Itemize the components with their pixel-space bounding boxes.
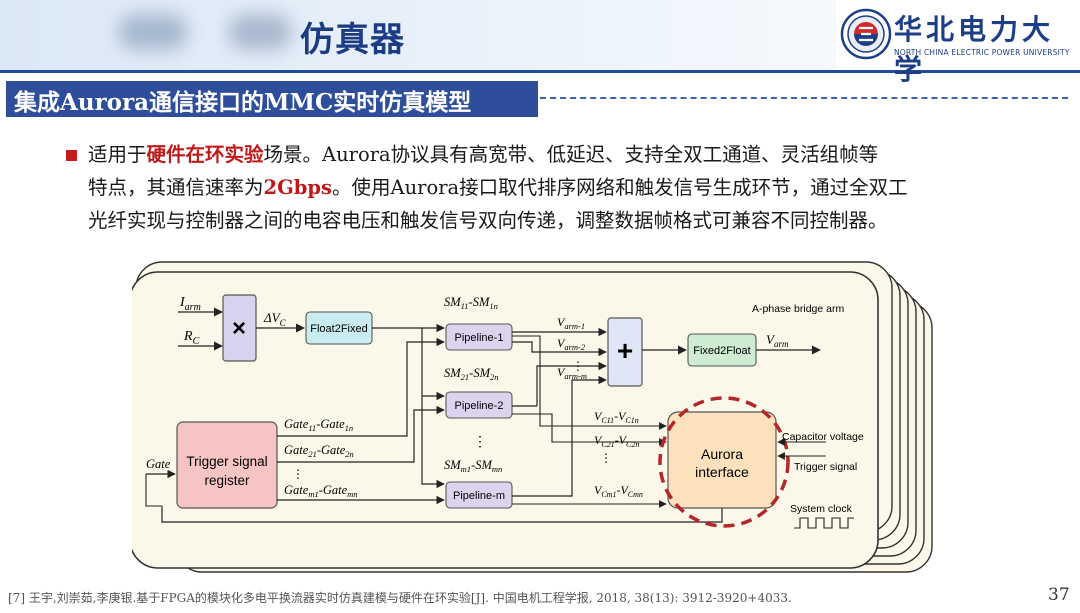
highlight-hil: 硬件在环实验 (146, 143, 264, 166)
label-gatem: Gatem1-Gatemn (284, 483, 358, 499)
label-varm2: Varm-2 (557, 336, 586, 352)
phase-bridge-arm-label: A-phase bridge arm (752, 303, 844, 315)
capacitor-voltage-label: Capacitor voltage (782, 431, 864, 443)
label-varm1: Varm-1 (557, 315, 585, 331)
label-gate-input: Gate (146, 457, 171, 471)
pipeline-2-label: Pipeline-2 (455, 400, 504, 412)
clock-waveform-icon (794, 517, 854, 529)
paragraph-line-1: 适用于硬件在环实验场景。Aurora协议具有高宽带、低延迟、支持全双工通道、灵活… (88, 138, 1048, 171)
label-varm: Varm (766, 332, 789, 349)
gate-ellipsis: ⋮ (292, 467, 304, 481)
text-span: 。使用Aurora接口取代排序网络和触发信号生成环节，通过全双工 (332, 176, 908, 199)
pipeline-ellipsis: ⋮ (473, 433, 487, 449)
label-gate2: Gate21-Gate2n (284, 443, 354, 459)
system-clock-label: System clock (790, 503, 853, 515)
header-title: 仿真器 (300, 20, 405, 60)
label-sm2: SM21-SM2n (444, 366, 499, 382)
aurora-highlight-circle (658, 396, 790, 528)
pipeline-m-block (445, 481, 513, 509)
vc-ellipsis: ⋮ (600, 451, 612, 465)
multiply-symbol: × (232, 315, 246, 342)
header-rule (0, 70, 1080, 73)
adder-block (607, 317, 643, 387)
university-name-en: NORTH CHINA ELECTRIC POWER UNIVERSITY (894, 48, 1070, 57)
pipeline-1-label: Pipeline-1 (455, 332, 504, 344)
fixed2float-label: Fixed2Float (693, 345, 750, 357)
header-blurred-text (118, 14, 188, 50)
section-dotted-rule (540, 97, 1068, 99)
pipeline-2-block (445, 391, 513, 419)
label-i-arm: Iarm (179, 295, 201, 313)
page-number: 37 (1048, 585, 1070, 605)
trigger-signal-label: Trigger signal (794, 461, 857, 473)
label-smm: SMm1-SMmn (444, 458, 502, 474)
bullet-square-icon (66, 150, 77, 161)
section-title-bar (6, 81, 538, 117)
trigger-register-block (176, 421, 278, 509)
trigger-register-label-2: register (204, 473, 250, 488)
float2fixed-label: Float2Fixed (310, 323, 367, 335)
aurora-label-1: Aurora (701, 446, 743, 462)
aurora-interface-block (667, 411, 777, 509)
paragraph-line-2: 特点，其通信速率为2Gbps。使用Aurora接口取代排序网络和触发信号生成环节… (88, 171, 1048, 204)
trigger-register-label-1: Trigger signal (186, 454, 267, 469)
label-vc1: VC11-VC1n (594, 409, 639, 425)
label-varmm: Varm-m (557, 365, 587, 381)
university-emblem-icon (840, 8, 892, 60)
label-delta-vc: ΔVC (263, 310, 287, 328)
text-span: 特点，其通信速率为 (88, 176, 264, 199)
header-blurred-text (228, 14, 292, 50)
label-gate1: Gate11-Gate1n (284, 417, 353, 433)
label-r-c: RC (183, 329, 200, 347)
highlight-rate: 2Gbps (263, 176, 332, 199)
pipeline-1-block (445, 323, 513, 351)
paragraph-line-3: 光纤实现与控制器之间的电容电压和触发信号双向传递，调整数据帧格式可兼容不同控制器… (88, 209, 888, 232)
university-logo: 华北电力大学 NORTH CHINA ELECTRIC POWER UNIVER… (838, 4, 1080, 86)
section-title: 集成Aurora通信接口的MMC实时仿真模型 (14, 89, 472, 116)
aurora-label-2: interface (695, 464, 749, 480)
pipeline-m-label: Pipeline-m (453, 490, 505, 502)
text-span: 场景。Aurora协议具有高宽带、低延迟、支持全双工通道、灵活组帧等 (263, 143, 879, 166)
text-span: 适用于 (88, 143, 147, 166)
label-vc2: VC21-VC2n (594, 433, 639, 449)
bullet-paragraph: 适用于硬件在环实验场景。Aurora协议具有高宽带、低延迟、支持全双工通道、灵活… (88, 138, 1048, 237)
adder-input-ellipsis: ⋮ (572, 359, 584, 373)
reference-citation: [7] 王宇,刘崇茹,李庚银.基于FPGA的模块化多电平换流器实时仿真建模与硬件… (8, 591, 792, 605)
university-name-cn: 华北电力大学 (894, 13, 1055, 86)
mmc-aurora-diagram: Iarm RC × ΔVC Float2Fixed SM11-SM1n SM21… (132, 261, 933, 573)
label-sm1: SM11-SM1n (444, 295, 498, 311)
adder-symbol: + (617, 335, 633, 366)
label-vcm: VCm1-VCmn (594, 483, 643, 499)
